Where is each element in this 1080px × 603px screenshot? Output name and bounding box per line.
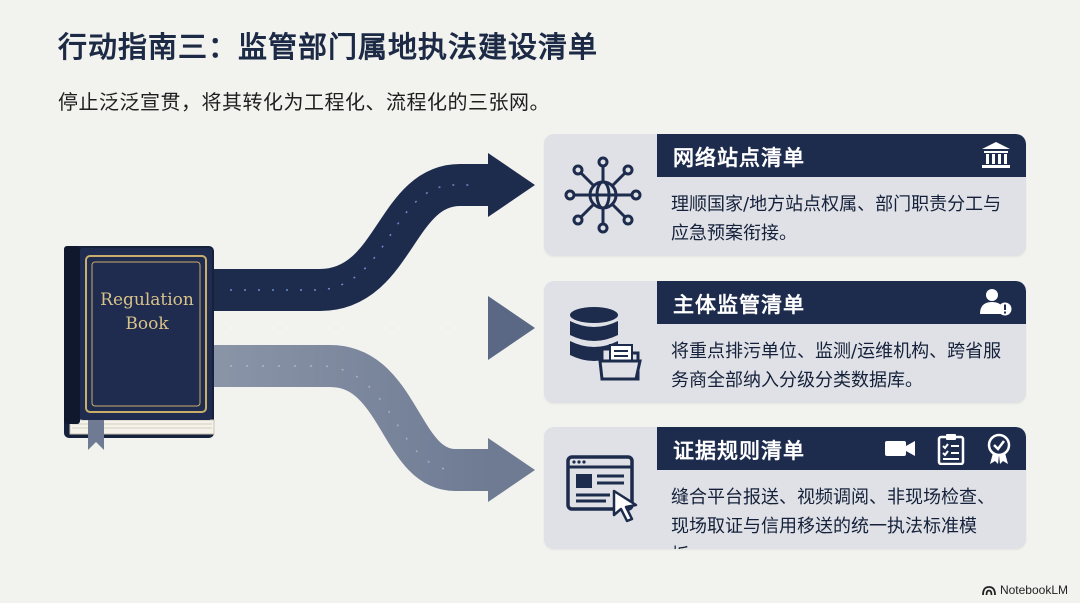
flow-arrow-evidence <box>210 345 535 502</box>
notebooklm-logo-icon <box>982 585 996 595</box>
card-header: 证据规则清单 <box>657 427 1026 470</box>
flow-arrow-network <box>210 153 535 311</box>
card-description: 缝合平台报送、视频调阅、非现场检查、现场取证与信用移送的统一执法标准模板。 <box>671 487 995 549</box>
user-alert-icon <box>980 289 1012 316</box>
book-title: Regulation Book <box>100 290 194 334</box>
card-title: 网络站点清单 <box>673 146 805 170</box>
browser-pointer-icon <box>566 455 638 523</box>
brand-label: NotebookLM <box>999 583 1068 597</box>
video-camera-icon <box>885 441 915 456</box>
certificate-badge-icon <box>987 433 1011 464</box>
database-folder-icon <box>570 307 642 381</box>
card-title: 主体监管清单 <box>673 293 805 317</box>
card-evidence-rules: 证据规则清单 缝合平台报送、视频调阅、非现场检查、现场取证与信用移送的统一执法标… <box>544 427 1026 549</box>
brand-footer: NotebookLM <box>982 583 1068 597</box>
regulation-book <box>64 246 215 450</box>
institution-building-icon <box>982 142 1010 168</box>
card-header: 主体监管清单 <box>657 281 1026 324</box>
card-header: 网络站点清单 <box>657 134 1026 177</box>
card-title: 证据规则清单 <box>673 439 805 463</box>
card-entity-supervision: 主体监管清单 将重点排污单位、监测/运维机构、跨省服务商全部纳入分级分类数据库。 <box>544 281 1026 403</box>
card-description: 将重点排污单位、监测/运维机构、跨省服务商全部纳入分级分类数据库。 <box>671 341 1002 391</box>
page-subtitle: 停止泛泛宣贯，将其转化为工程化、流程化的三张网。 <box>58 90 550 114</box>
flow-arrow-entity <box>210 296 535 360</box>
card-network-sites: 网络站点清单 理顺国家/地方站点权属、部门职责分工与应急预案衔接。 <box>544 134 1026 256</box>
checklist-icon <box>937 434 965 465</box>
page-title: 行动指南三：监管部门属地执法建设清单 <box>58 30 599 64</box>
card-description: 理顺国家/地方站点权属、部门职责分工与应急预案衔接。 <box>671 194 1002 244</box>
network-globe-icon <box>564 156 642 234</box>
